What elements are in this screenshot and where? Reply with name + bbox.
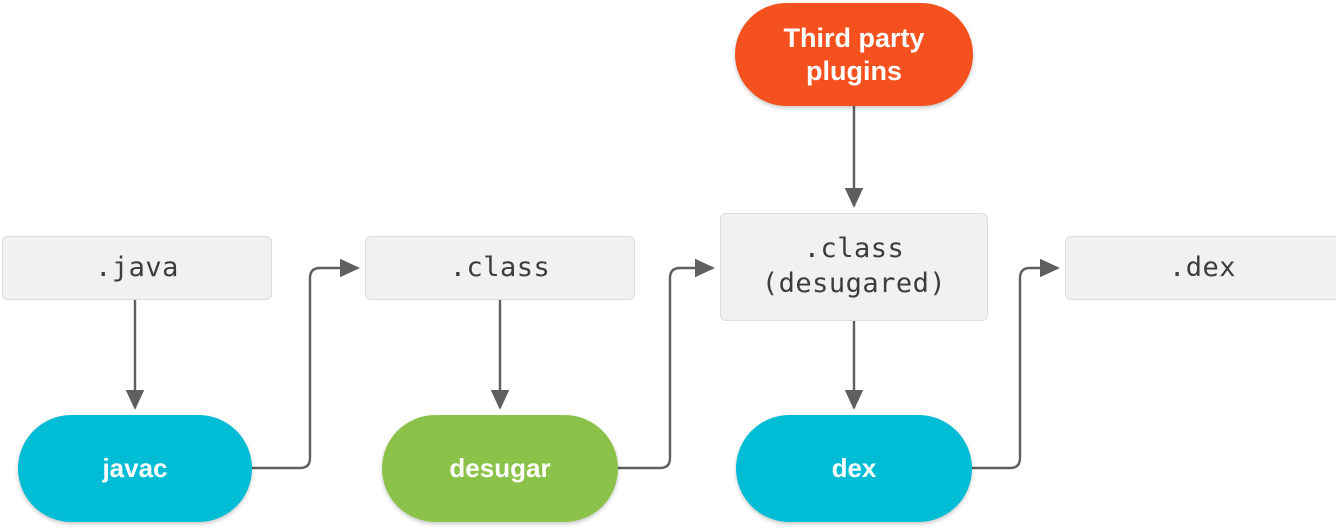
artifact-class-desugared-label-line2: (desugared) [761,268,947,299]
artifact-java-label: .java [95,251,179,283]
artifact-class-desugared: .class (desugared) [720,213,988,321]
process-third-party-plugins-label-line1: Third party [783,23,925,54]
process-desugar-label: desugar [449,452,551,483]
artifact-class-label: .class [449,251,551,283]
artifact-java: .java [2,236,272,300]
process-desugar[interactable]: desugar [382,415,618,522]
process-dex[interactable]: dex [736,415,972,522]
process-third-party-plugins[interactable]: Third party plugins [735,3,973,106]
process-third-party-plugins-label-line2: plugins [806,55,902,86]
process-javac[interactable]: javac [18,415,252,522]
artifact-dex: .dex [1065,236,1336,300]
artifact-dex-label: .dex [1168,251,1237,283]
artifact-class-desugared-label-line1: .class [803,233,905,265]
artifact-class: .class [365,236,635,300]
process-javac-label: javac [102,452,168,483]
process-dex-label: dex [831,452,877,483]
